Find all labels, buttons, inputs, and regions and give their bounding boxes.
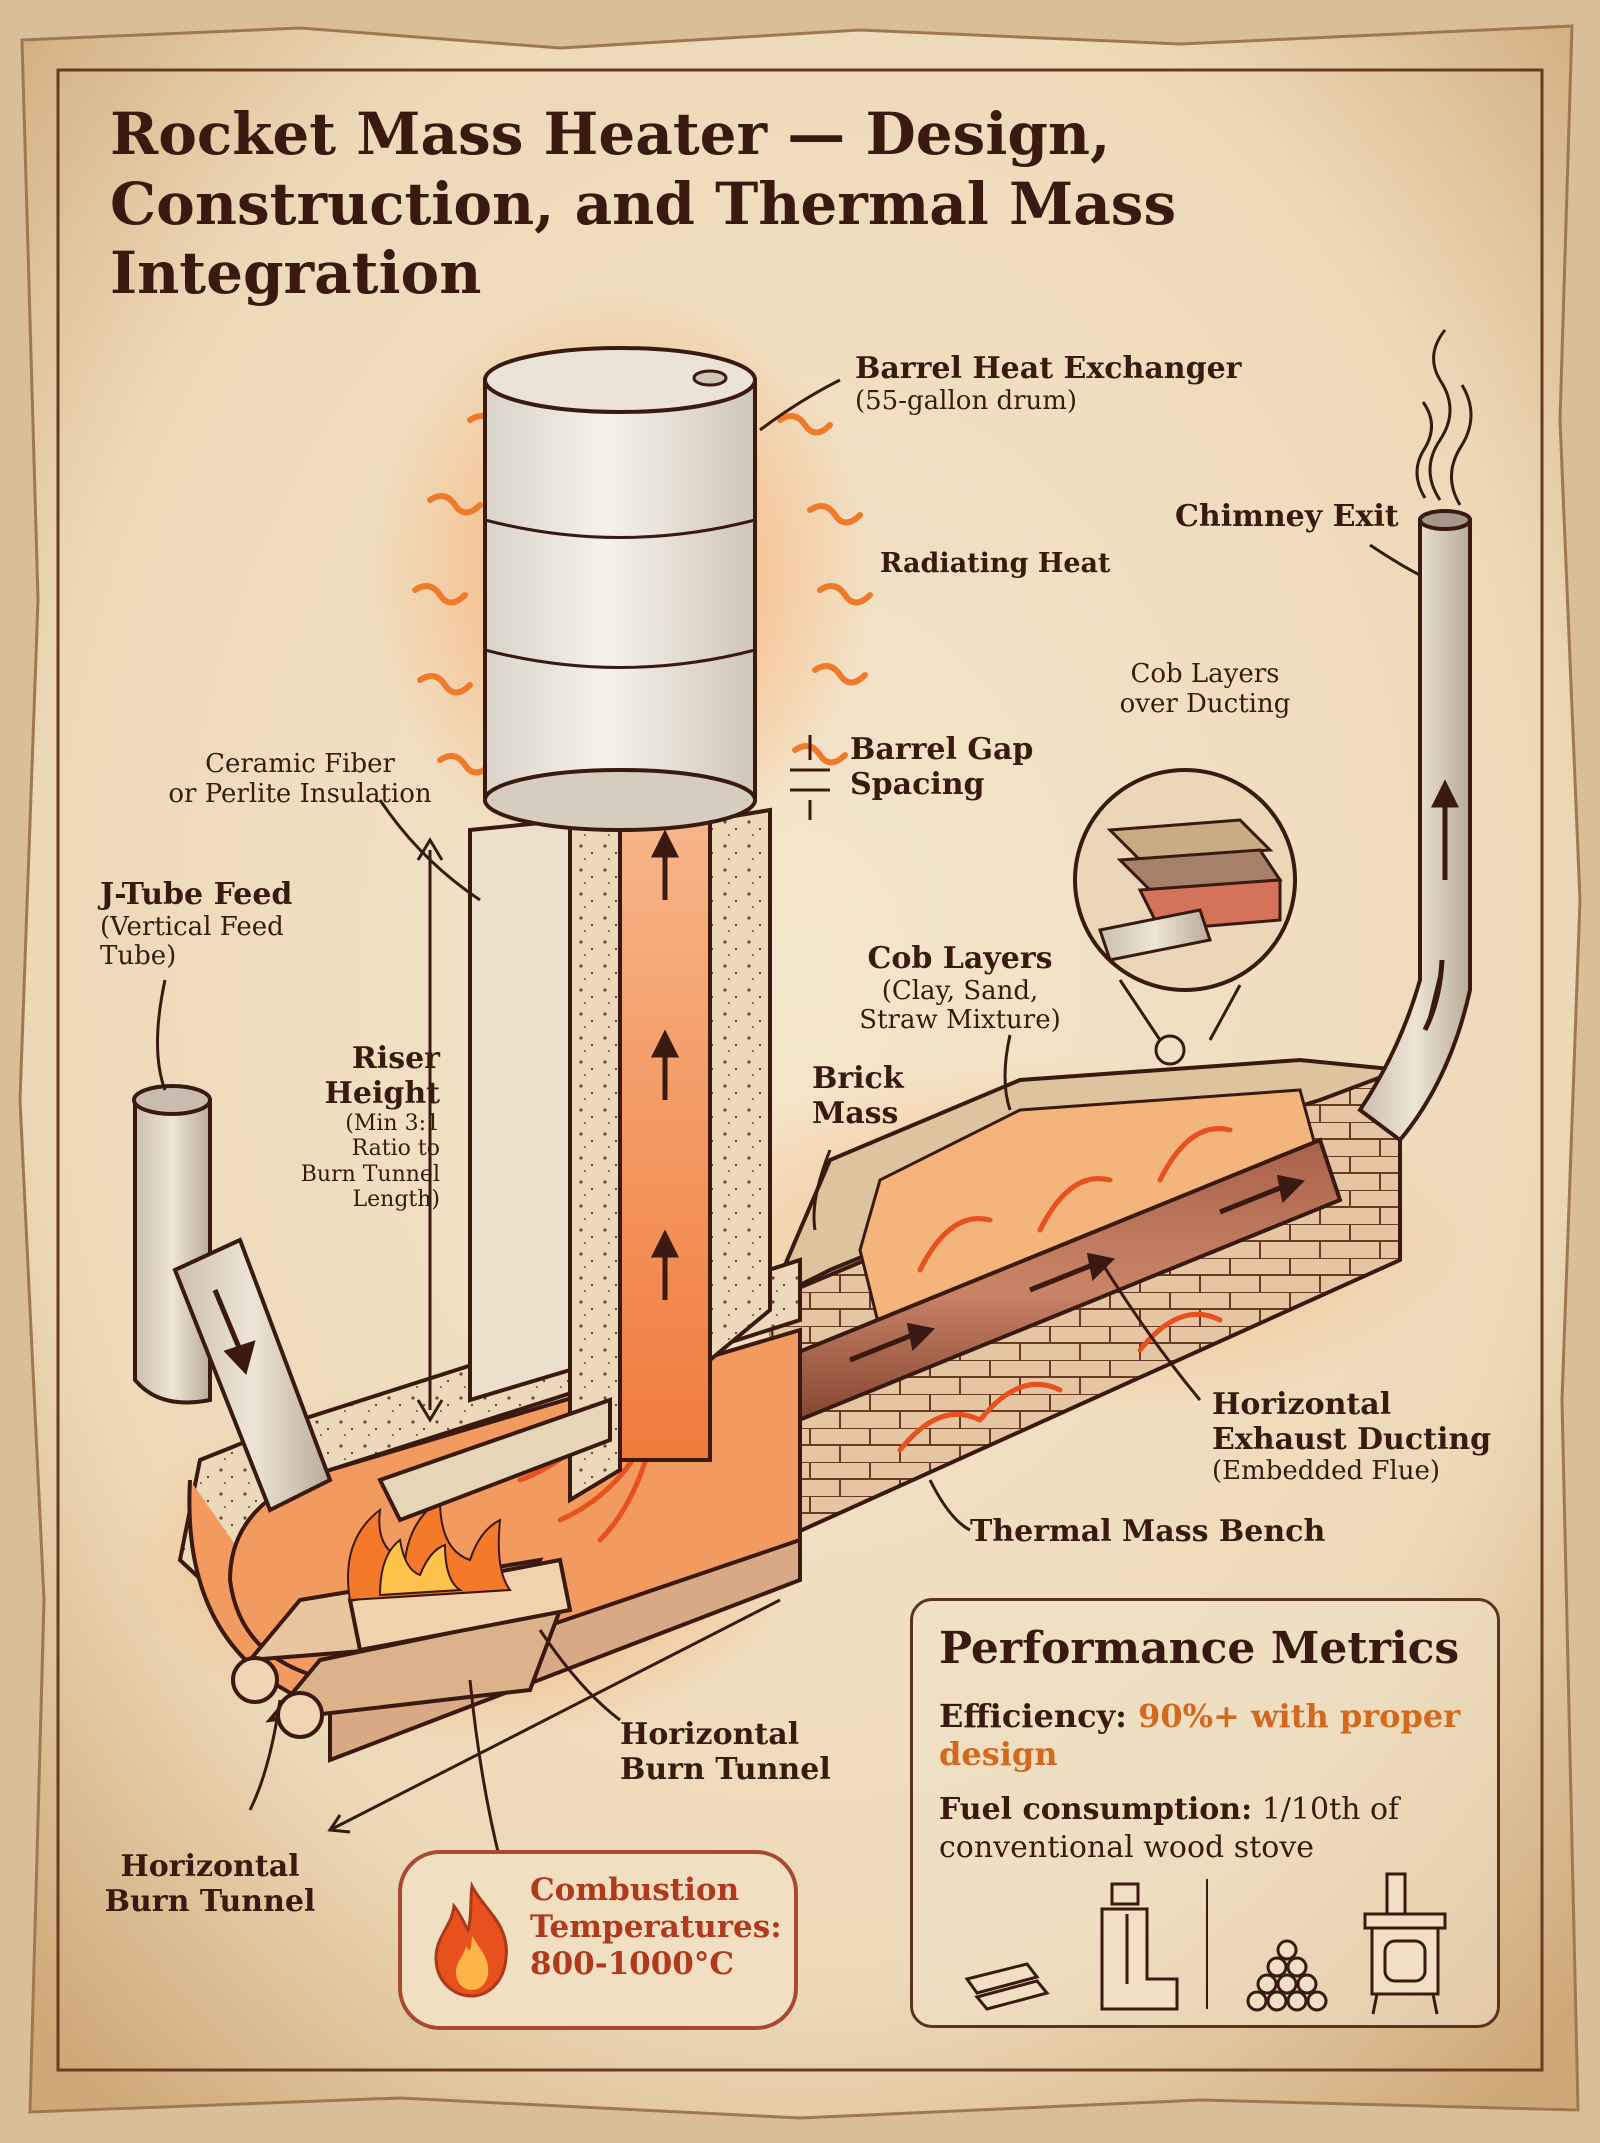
label-j-tube-3: Tube) [100, 941, 177, 972]
label-exhaust-3: (Embedded Flue) [1212, 1456, 1441, 1486]
label-barrel: Barrel Heat Exchanger (55-gallon drum) [855, 351, 1242, 416]
combustion-line-2: Temperatures: [530, 1909, 782, 1946]
label-burn-tunnel-mid-1: Horizontal [620, 1717, 800, 1752]
riser-left-wall [468, 817, 572, 1403]
label-insulation-2: or Perlite Insulation [168, 778, 432, 809]
label-chimney-exit: Chimney Exit [1175, 499, 1399, 535]
label-riser-5: Burn Tunnel [300, 1161, 440, 1187]
combustion-line-1: Combustion [530, 1872, 740, 1908]
cob-inset [1073, 768, 1297, 1066]
label-burn-tunnel-mid-2: Burn Tunnel [620, 1751, 831, 1787]
fuel-value: 1/10th of conventional wood stove [939, 1792, 1400, 1865]
label-exhaust-1: Horizontal [1212, 1387, 1392, 1422]
riser-right-wall [708, 807, 772, 1365]
flame-icon [434, 1881, 508, 1998]
label-burn-tunnel-mid: Horizontal Burn Tunnel [620, 1717, 831, 1787]
label-radiating-heat: Radiating Heat [880, 548, 1110, 579]
page-title: Rocket Mass Heater — Design, Constructio… [110, 100, 1530, 309]
metrics-heading: Performance Metrics [939, 1623, 1460, 1674]
label-brick-mass-2: Mass [812, 1095, 899, 1131]
efficiency-value: 90%+ with proper design [939, 1697, 1461, 1774]
label-barrel-gap-2: Spacing [850, 766, 985, 802]
label-cob-layers: Cob Layers (Clay, Sand, Straw Mixture) [840, 941, 1080, 1036]
metrics-efficiency: Efficiency: 90%+ with proper design [939, 1697, 1489, 1774]
label-burn-tunnel-left-2: Burn Tunnel [104, 1883, 316, 1919]
efficiency-label: Efficiency: [939, 1697, 1127, 1735]
combustion-text: Combustion Temperatures: 800-1000°C [530, 1872, 790, 1984]
metrics-illustrations [964, 1872, 1447, 2015]
label-cob-layers-1: Cob Layers [867, 941, 1053, 976]
label-cob-inset-2: over Ducting [1119, 688, 1291, 719]
wood-pile-icon [1246, 1939, 1328, 2012]
barrel-heat-exchanger [483, 346, 757, 832]
smoke-icon [1415, 329, 1473, 506]
metrics-fuel: Fuel consumption: 1/10th of conventional… [939, 1791, 1489, 1866]
label-insulation: Ceramic Fiber or Perlite Insulation [140, 749, 460, 810]
label-exhaust: Horizontal Exhaust Ducting (Embedded Flu… [1212, 1387, 1492, 1487]
inner-frame [56, 68, 1544, 2072]
label-cob-layers-2: (Clay, Sand, [881, 975, 1039, 1006]
label-j-tube-2: (Vertical Feed [100, 911, 284, 942]
j-tube-feed [132, 1084, 333, 1513]
label-brick-mass: Brick Mass [812, 1061, 904, 1131]
chimney-pipe [1357, 509, 1472, 1143]
title-line-1: Rocket Mass Heater — Design, [110, 100, 1111, 168]
performance-metrics-panel: Performance Metrics Efficiency: 90%+ wit… [910, 1598, 1500, 2028]
label-j-tube: J-Tube Feed (Vertical Feed Tube) [100, 877, 293, 972]
label-j-tube-1: J-Tube Feed [100, 877, 293, 912]
label-thermal-bench: Thermal Mass Bench [970, 1514, 1326, 1550]
label-exhaust-2: Exhaust Ducting [1212, 1421, 1492, 1457]
combustion-callout: Combustion Temperatures: 800-1000°C [398, 1850, 798, 2030]
label-chimney-exit-text: Chimney Exit [1175, 499, 1399, 534]
label-burn-tunnel-left-1: Horizontal [120, 1849, 300, 1884]
riser-hot-core [618, 818, 712, 1462]
label-riser-1: Riser [351, 1041, 440, 1076]
label-barrel-gap: Barrel Gap Spacing [850, 732, 1034, 802]
label-cob-layers-3: Straw Mixture) [859, 1005, 1061, 1036]
label-riser-6: Length) [352, 1186, 440, 1212]
label-thermal-bench-text: Thermal Mass Bench [970, 1514, 1326, 1549]
label-cob-inset: Cob Layers over Ducting [1090, 659, 1320, 720]
label-riser-3: (Min 3:1 [345, 1111, 440, 1136]
label-riser-2: Height [324, 1075, 440, 1111]
wood-stove-icon [1363, 1872, 1447, 2015]
label-riser-4: Ratio to [351, 1136, 440, 1162]
wood-pile-icon [964, 1962, 1050, 2011]
title-line-2: Construction, and Thermal Mass Integrati… [110, 169, 1177, 308]
riser-lower-shelf [377, 1397, 612, 1523]
label-barrel-gap-1: Barrel Gap [850, 732, 1034, 767]
label-burn-tunnel-left: Horizontal Burn Tunnel [90, 1849, 330, 1919]
label-insulation-1: Ceramic Fiber [205, 749, 395, 779]
rocket-stove-icon [1100, 1882, 1179, 2011]
label-barrel-sub: (55-gallon drum) [855, 385, 1078, 416]
label-radiating-heat-text: Radiating Heat [880, 548, 1111, 579]
fuel-label: Fuel consumption: [939, 1792, 1253, 1827]
label-barrel-title: Barrel Heat Exchanger [855, 351, 1242, 386]
leader-lines [156, 378, 1421, 1861]
label-brick-mass-1: Brick [812, 1061, 904, 1096]
label-riser: Riser Height (Min 3:1 Ratio to Burn Tunn… [280, 1041, 440, 1212]
label-cob-inset-1: Cob Layers [1130, 659, 1280, 689]
riser-insulation [568, 818, 622, 1504]
combustion-line-3: 800-1000°C [530, 1946, 735, 1983]
riser [377, 807, 772, 1523]
